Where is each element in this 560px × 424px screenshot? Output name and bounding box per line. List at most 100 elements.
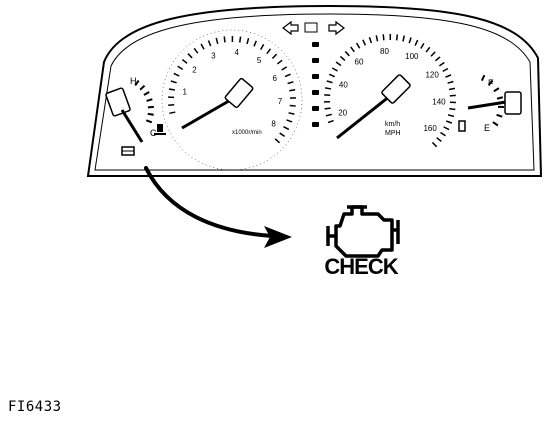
speedometer-tick: [324, 107, 331, 110]
cluster-housing: [86, 4, 543, 177]
speedometer-tick: [425, 46, 431, 53]
tachometer-tick: [266, 48, 272, 55]
fuel-tick: [493, 87, 500, 93]
speedometer-tick-label: 120: [425, 71, 439, 80]
high-beam-icon: [304, 22, 318, 33]
speedometer-tick: [430, 51, 436, 57]
tachometer-tick: [289, 89, 296, 92]
fuel-needle: [467, 100, 507, 110]
tachometer-tick: [289, 104, 296, 107]
check-label: CHECK: [324, 254, 398, 279]
speedometer-tick-label: 20: [338, 108, 347, 117]
tachometer-needle-hub: [224, 77, 254, 109]
fuel-tick: [496, 96, 504, 100]
tachometer-tick-label: 2: [192, 66, 197, 75]
fuel-empty-label: E: [484, 123, 490, 133]
tachometer-tick: [276, 59, 283, 65]
right-turn-arrow-icon: [328, 20, 345, 36]
speedometer-tick-label: 60: [355, 58, 364, 67]
coolant-icon: [157, 124, 163, 132]
speedometer-needle-hub: [381, 74, 411, 104]
fuel-pump-icon: [458, 120, 466, 132]
tachometer-tick-label: 3: [211, 51, 216, 60]
temp-tick: [145, 119, 153, 124]
temp-tick: [143, 91, 150, 96]
tachometer-tick: [187, 53, 193, 59]
tachometer-tick-label: 1: [183, 87, 188, 96]
speedometer-tick: [326, 80, 333, 84]
tachometer-tick: [283, 126, 290, 131]
temp-tick: [134, 79, 140, 86]
temp-tick: [147, 105, 154, 109]
tachometer-tick: [274, 138, 281, 144]
pointer-arrow: [144, 167, 273, 238]
tachometer-tick-label: 7: [278, 97, 283, 106]
speedometer-tick: [445, 74, 452, 78]
speedometer-needle: [336, 90, 396, 140]
speedometer-tick: [431, 141, 438, 148]
speedometer-tick: [438, 61, 445, 67]
speedometer-tick: [350, 46, 355, 53]
speedometer-tick: [445, 120, 453, 124]
tachometer-tick-label: 8: [271, 120, 276, 129]
tachometer-tick: [286, 119, 293, 123]
speedometer-tick: [382, 34, 385, 41]
tachometer-tick-label: 6: [272, 74, 277, 83]
speedometer-tick: [402, 35, 406, 42]
speedometer-tick: [436, 137, 442, 143]
speedometer-tick: [327, 119, 334, 124]
tachometer-tick: [177, 65, 184, 71]
tachometer-tick: [215, 37, 219, 44]
tachometer-tick: [207, 40, 212, 47]
temp-cold-label: C: [150, 128, 157, 138]
tachometer-dial: [161, 29, 303, 171]
tachometer-tick: [193, 47, 199, 54]
speedometer-tick: [395, 34, 399, 41]
tachometer-needle: [181, 96, 235, 130]
speedometer-tick: [355, 42, 361, 49]
speedometer-tick: [420, 42, 425, 49]
tachometer-tick: [168, 88, 175, 91]
temp-tick: [139, 84, 146, 91]
tachometer-tick: [288, 112, 295, 115]
speedometer-tick: [328, 73, 336, 78]
speedometer-tick: [408, 37, 412, 44]
temp-tick: [146, 98, 153, 102]
speedometer-tick: [335, 61, 342, 67]
speedometer-tick-label: 140: [432, 97, 446, 106]
speedometer-unit-mph: MPH: [385, 130, 401, 137]
speedometer-tick: [375, 35, 379, 42]
tachometer-unit: x1000r/min: [232, 130, 262, 136]
speedometer-tick: [447, 80, 454, 84]
speedometer-tick: [324, 87, 332, 90]
seatbelt-icon: [121, 146, 135, 156]
speedometer-tick: [344, 50, 350, 57]
speedometer-tick: [434, 56, 441, 62]
tachometer-tick: [200, 43, 205, 50]
speedometer-tick: [362, 39, 367, 46]
tachometer-tick: [253, 40, 257, 47]
speedometer-tick: [440, 131, 446, 137]
fuel-gauge: F E: [458, 74, 522, 133]
tachometer-tick: [223, 36, 226, 43]
speedometer-tick: [449, 107, 456, 111]
fuel-tick: [496, 113, 503, 118]
fuel-full-label: F: [488, 78, 494, 88]
tachometer-tick: [181, 58, 188, 64]
temp-hot-label: H: [130, 76, 137, 86]
speedometer-tick: [447, 114, 455, 118]
temp-tick: [147, 112, 154, 116]
engine-icon: [326, 205, 400, 258]
speedometer-tick: [442, 67, 449, 73]
speedometer-tick-label: 100: [405, 52, 419, 61]
tachometer-tick: [170, 80, 177, 84]
left-turn-arrow-icon: [282, 20, 299, 36]
temp-gauge: H C: [105, 76, 166, 143]
speedometer-tick: [339, 55, 346, 62]
temp-needle-hub: [105, 87, 131, 117]
tachometer-tick: [281, 66, 288, 71]
speedometer-tick: [448, 87, 456, 91]
